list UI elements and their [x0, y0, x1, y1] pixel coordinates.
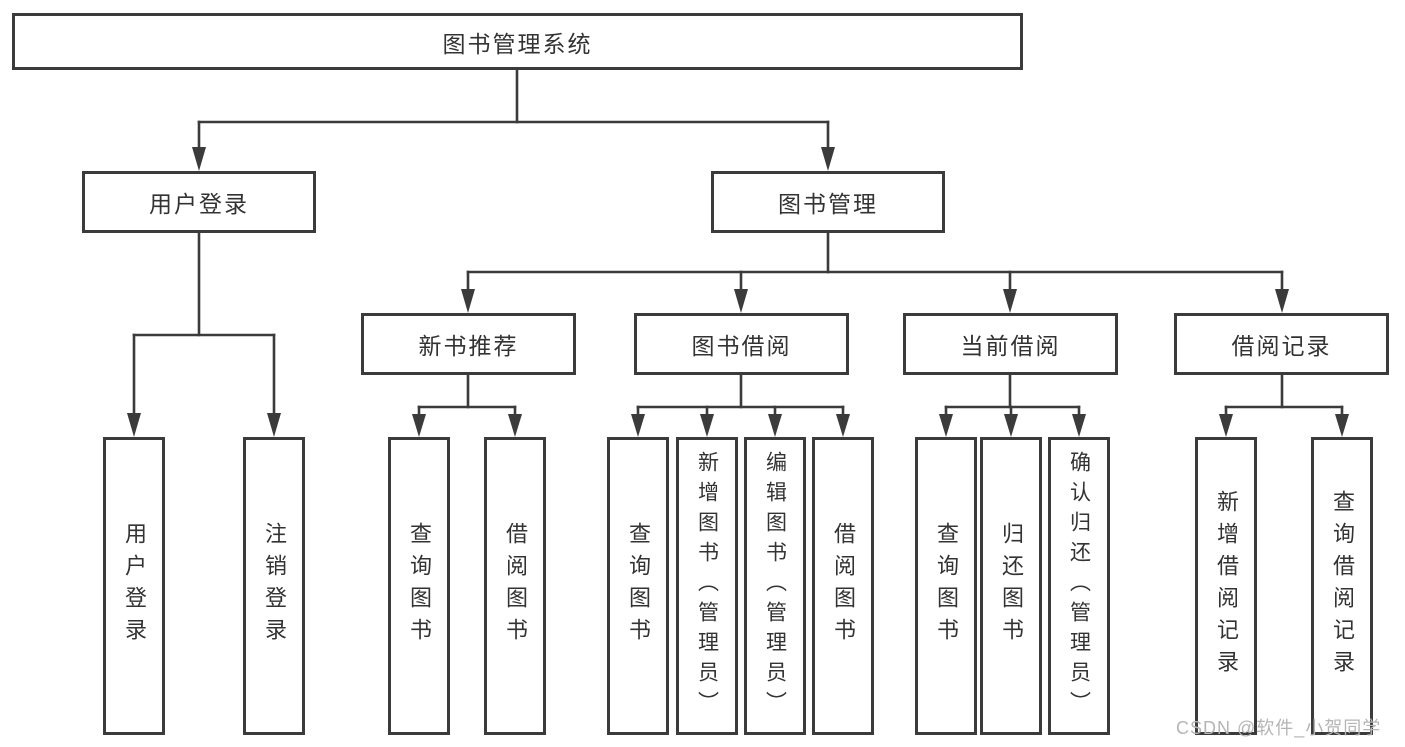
leaf-query-borrow-record: 查询借阅记录 [1311, 437, 1373, 735]
node-label: 图书管理系统 [442, 30, 593, 57]
csdn-watermark: CSDN @软件_小贺同学 [1176, 718, 1382, 738]
leaf-label: 新增借阅记录 [1214, 490, 1239, 682]
node-label: 图书管理 [778, 191, 878, 217]
leaf-user-login: 用户登录 [103, 437, 165, 735]
leaf-borrowing-query-books: 查询图书 [607, 437, 669, 735]
node-label: 新书推荐 [418, 333, 519, 359]
node-label: 用户登录 [149, 191, 249, 217]
leaf-label: 确认归还（管理员） [1067, 451, 1091, 721]
leaf-label: 编辑图书（管理员） [763, 451, 787, 721]
leaf-add-books-admin: 新增图书（管理员） [676, 437, 738, 735]
node-book-management: 图书管理 [711, 171, 945, 233]
leaf-label: 查询图书 [626, 522, 651, 650]
leaf-logout: 注销登录 [243, 437, 305, 735]
node-label: 图书借阅 [691, 333, 792, 359]
leaf-label: 查询图书 [407, 522, 432, 650]
leaf-label: 查询借阅记录 [1330, 490, 1355, 682]
leaf-confirm-return-admin: 确认归还（管理员） [1048, 437, 1110, 735]
leaf-newbook-query-books: 查询图书 [388, 437, 450, 735]
leaf-label: 借阅图书 [831, 522, 856, 650]
node-book-borrowing: 图书借阅 [634, 313, 849, 375]
leaf-borrowing-borrow-books: 借阅图书 [812, 437, 874, 735]
node-label: 借阅记录 [1231, 333, 1332, 359]
leaf-newbook-borrow-books: 借阅图书 [484, 437, 546, 735]
node-user-login: 用户登录 [82, 171, 316, 233]
leaf-label: 注销登录 [262, 522, 287, 650]
leaf-add-borrow-record: 新增借阅记录 [1195, 437, 1257, 735]
node-new-book-recommendation: 新书推荐 [361, 313, 576, 375]
node-borrowing-records: 借阅记录 [1174, 313, 1389, 375]
leaf-label: 借阅图书 [503, 522, 528, 650]
leaf-label: 用户登录 [122, 522, 147, 650]
leaf-label: 查询图书 [934, 522, 959, 650]
leaf-label: 归还图书 [999, 522, 1024, 650]
node-label: 当前借阅 [960, 333, 1061, 359]
leaf-return-books: 归还图书 [980, 437, 1042, 735]
leaf-current-query-books: 查询图书 [915, 437, 977, 735]
node-library-management-system: 图书管理系统 [12, 13, 1023, 70]
leaf-label: 新增图书（管理员） [695, 451, 719, 721]
leaf-edit-books-admin: 编辑图书（管理员） [744, 437, 806, 735]
node-current-borrowing: 当前借阅 [903, 313, 1118, 375]
